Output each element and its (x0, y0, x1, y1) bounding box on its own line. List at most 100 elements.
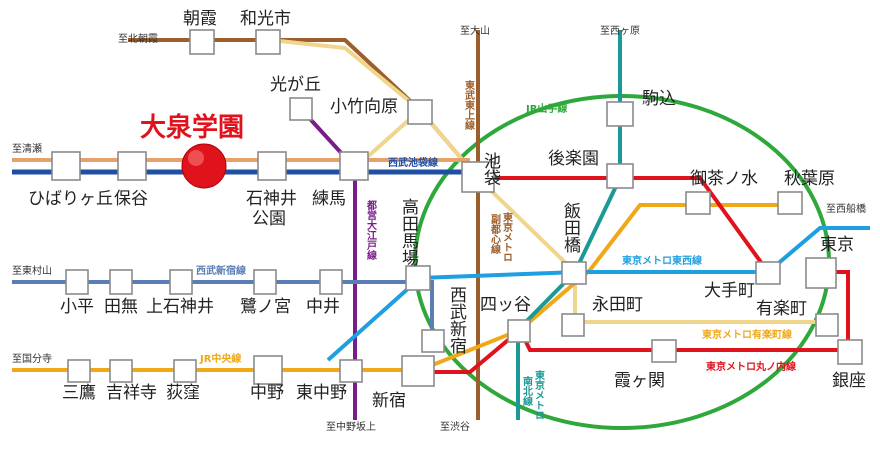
label-takadanobaba: 高田馬場 (398, 198, 419, 267)
station-shinjuku[interactable] (401, 355, 435, 387)
label-ikebukuro: 池袋 (480, 152, 501, 186)
station-komagome[interactable] (606, 101, 634, 127)
label-wakoshi: 和光市 (240, 9, 291, 29)
station-higashinakano[interactable] (339, 359, 363, 383)
line-label-fukutoshin2: 東京メトロ (501, 211, 513, 262)
label-mitaka: 三鷹 (62, 382, 96, 403)
direction-nishifunabashi: 至西船橋 (826, 202, 866, 215)
label-akihabara: 秋葉原 (784, 169, 835, 189)
station-asaka[interactable] (189, 29, 215, 55)
station-ogikubo[interactable] (173, 359, 197, 383)
station-akihabara[interactable] (777, 191, 803, 215)
label-asaka: 朝霞 (183, 9, 217, 29)
station-kamishakujii[interactable] (169, 269, 193, 295)
station-wakoshi[interactable] (255, 29, 281, 55)
label-hibarigaoka: ひばりヶ丘 (28, 189, 113, 209)
label-yurakucho: 有楽町 (756, 299, 807, 319)
direction-higashimurayama: 至東村山 (12, 264, 52, 277)
station-kichijoji[interactable] (109, 359, 133, 383)
line-label-jr-yamanote: JR山手線 (525, 102, 567, 115)
station-yotsuya[interactable] (507, 319, 531, 343)
station-ochanomizu[interactable] (685, 191, 711, 215)
line-label-jr-chuo: JR中央線 (199, 352, 241, 365)
line-namboku (516, 30, 622, 420)
station-tokyo[interactable] (805, 257, 837, 289)
label-higashinakano: 東中野 (296, 383, 347, 403)
line-label-tobu-tojo: 東武東上線 (463, 79, 475, 131)
label-seibushinjuku: 西武新宿 (446, 286, 467, 354)
label-korakuen: 後楽園 (548, 149, 599, 169)
line-marunouchi-upper (478, 176, 770, 274)
label-shinjuku: 新宿 (372, 391, 406, 411)
label-otemachi: 大手町 (704, 281, 755, 301)
station-kodaira[interactable] (65, 269, 89, 295)
direction-nakanosakaue: 至中野坂上 (326, 420, 376, 433)
label-shakujii: 石神井 (246, 189, 297, 209)
line-label-tozai: 東京メトロ東西線 (622, 254, 702, 267)
station-nakano[interactable] (253, 355, 283, 385)
line-marunouchi (420, 270, 850, 374)
label-nerima: 練馬 (312, 189, 346, 209)
direction-kitaasaka: 至北朝霞 (118, 33, 158, 45)
label-saginomiya: 鷺ノ宮 (240, 297, 291, 317)
line-label-marunouchi: 東京メトロ丸ノ内線 (706, 360, 796, 373)
station-otemachi[interactable] (755, 261, 781, 285)
label-kichijoji: 吉祥寺 (106, 383, 157, 403)
label-hoya: 保谷 (114, 189, 148, 209)
line-tozai (326, 226, 870, 362)
station-shakujii[interactable] (257, 151, 287, 181)
highlight-station-label: 大泉学園 (140, 112, 244, 143)
line-label-yurakucho: 東京メトロ有楽町線 (702, 328, 792, 341)
label-kodaira: 小平 (60, 297, 94, 317)
station-hibarigaoka[interactable] (51, 151, 81, 181)
label-yotsuya: 四ッ谷 (480, 295, 531, 315)
station-tanashi[interactable] (109, 269, 133, 295)
label-tanashi: 田無 (104, 297, 138, 317)
station-kotakemukaihara[interactable] (407, 99, 433, 125)
label-nagatacho: 永田町 (592, 295, 643, 315)
label-nakano: 中野 (250, 383, 284, 403)
direction-kokubunji: 至国分寺 (12, 353, 52, 365)
label-ginza: 銀座 (832, 371, 866, 391)
highlight-station-shine (188, 150, 204, 166)
station-yurakucho[interactable] (815, 313, 839, 337)
label-tokyo: 東京 (820, 235, 854, 255)
label-iidabashi: 飯田橋 (560, 202, 581, 254)
station-korakuen[interactable] (606, 163, 634, 189)
label-kasumigaseki: 霞ヶ関 (614, 371, 665, 391)
direction-kiyose: 至清瀬 (12, 142, 42, 155)
station-nagatacho[interactable] (561, 313, 585, 337)
label-kamishakujii: 上石神井 (146, 297, 214, 317)
station-ginza[interactable] (837, 339, 863, 365)
station-nerima[interactable] (339, 151, 369, 181)
station-mitaka[interactable] (67, 359, 91, 383)
line-label-fukutoshin: 副都心線 (489, 213, 502, 255)
station-hikarigaoka[interactable] (289, 97, 313, 121)
station-iidabashi[interactable] (561, 261, 587, 285)
line-label-oedo: 都営大江戸線 (365, 199, 378, 261)
label-ogikubo: 荻窪 (166, 383, 200, 403)
line-label-namboku2: 南北線 (521, 375, 533, 407)
stations (51, 29, 863, 387)
line-label-seibu-shinjuku: 西武新宿線 (196, 264, 246, 277)
station-kasumigaseki[interactable] (651, 339, 677, 363)
label-komagome: 駒込 (642, 89, 676, 109)
direction-ooyama: 至大山 (460, 24, 490, 37)
label-hikarigaoka: 光が丘 (270, 75, 321, 95)
direction-shibuya: 至渋谷 (440, 420, 470, 433)
line-label-namboku: 東京メトロ (533, 369, 545, 420)
direction-nishigahara: 至西ヶ原 (600, 25, 640, 37)
station-ikebukuro[interactable] (461, 161, 495, 193)
station-seibushinjuku[interactable] (421, 329, 445, 353)
label-shakujii2: 公園 (252, 209, 286, 229)
station-saginomiya[interactable] (253, 269, 277, 295)
highlight-station-dot[interactable] (181, 143, 227, 189)
station-takadanobaba[interactable] (405, 265, 431, 291)
label-kotakemukaihara: 小竹向原 (330, 97, 398, 117)
station-hoya[interactable] (117, 151, 147, 181)
label-ochanomizu: 御茶ノ水 (690, 169, 758, 189)
station-nakai[interactable] (319, 269, 343, 295)
line-label-seibu-ikebukuro: 西武池袋線 (388, 156, 438, 169)
label-nakai: 中井 (306, 297, 340, 317)
